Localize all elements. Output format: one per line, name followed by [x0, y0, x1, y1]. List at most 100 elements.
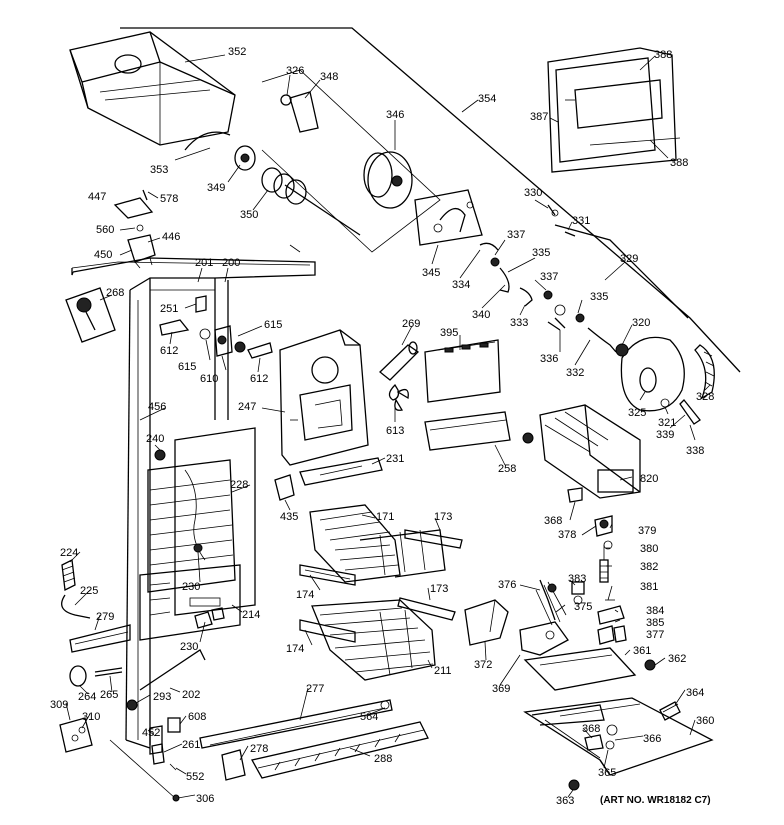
part-label: 387 — [530, 111, 548, 123]
part-label: 173 — [430, 583, 448, 595]
part-label: 346 — [386, 109, 404, 121]
part-label: 340 — [472, 309, 490, 321]
part-label: 336 — [540, 353, 558, 365]
part-label: 174 — [286, 643, 304, 655]
part-label: 174 — [296, 589, 314, 601]
part-label: 293 — [153, 691, 171, 703]
part-label: 352 — [228, 46, 246, 58]
part-label: 375 — [574, 601, 592, 613]
part-label: 173 — [434, 511, 452, 523]
part-label: 388 — [654, 49, 672, 61]
part-label: 369 — [492, 683, 510, 695]
part-label: 612 — [160, 345, 178, 357]
leader-lines — [65, 54, 711, 799]
art-number-credit: (ART NO. WR18182 C7) — [600, 795, 711, 806]
part-label: 339 — [656, 429, 674, 441]
drain-parts-224 — [61, 559, 131, 653]
basket-171 — [309, 504, 446, 583]
rail-277 — [199, 699, 393, 749]
part-label: 382 — [640, 561, 658, 573]
part-label: 350 — [240, 209, 258, 221]
control-board-395 — [424, 339, 501, 403]
panel-214 — [139, 564, 241, 641]
part-label: 368 — [582, 723, 600, 735]
part-label: 333 — [510, 317, 528, 329]
hinge-parts-264 — [69, 649, 206, 711]
part-label: 225 — [80, 585, 98, 597]
part-label: 353 — [150, 164, 168, 176]
clip-435 — [274, 474, 295, 501]
part-label: 380 — [640, 543, 658, 555]
part-label: 278 — [250, 743, 268, 755]
part-label: 610 — [200, 373, 218, 385]
part-label: 334 — [452, 279, 470, 291]
assembly-boundary — [120, 27, 741, 373]
part-label: 337 — [540, 271, 558, 283]
ice-bucket-352 — [69, 31, 236, 151]
bracket-231 — [299, 457, 383, 486]
part-label: 360 — [696, 715, 714, 727]
clip-230 — [193, 543, 225, 629]
part-label: 379 — [638, 525, 656, 537]
part-label: 354 — [478, 93, 496, 105]
part-label: 368 — [544, 515, 562, 527]
rail-174-upper — [299, 564, 356, 586]
part-label: 309 — [50, 699, 68, 711]
part-label: 608 — [188, 711, 206, 723]
part-label: 325 — [628, 407, 646, 419]
part-label: 364 — [686, 687, 704, 699]
part-label: 332 — [566, 367, 584, 379]
part-label: 383 — [568, 573, 586, 585]
part-label: 265 — [100, 689, 118, 701]
part-label: 337 — [507, 229, 525, 241]
part-label: 268 — [106, 287, 124, 299]
part-label: 366 — [643, 733, 661, 745]
part-label: 228 — [230, 479, 248, 491]
part-label: 326 — [286, 65, 304, 77]
part-label: 258 — [498, 463, 516, 475]
fan-613 — [388, 383, 409, 411]
part-label: 335 — [532, 247, 550, 259]
rail-174-lower — [299, 619, 356, 643]
part-label: 279 — [96, 611, 114, 623]
control-parts-610 — [159, 295, 273, 359]
part-label: 377 — [646, 629, 664, 641]
cover-258 — [424, 411, 511, 451]
part-label: 376 — [498, 579, 516, 591]
auger-parts — [234, 91, 413, 236]
part-label: 345 — [422, 267, 440, 279]
part-label: 564 — [360, 711, 378, 723]
thermostat-268 — [65, 287, 116, 343]
cabinet-frame-456 — [71, 244, 316, 749]
part-label: 363 — [556, 795, 574, 807]
part-label: 310 — [82, 711, 100, 723]
part-label: 338 — [686, 445, 704, 457]
part-label: 230 — [180, 641, 198, 653]
part-label: 615 — [264, 319, 282, 331]
small-parts-608 — [109, 717, 246, 802]
part-label: 230 — [182, 581, 200, 593]
air-duct-247 — [279, 329, 369, 466]
auger-box — [261, 69, 441, 253]
grille-288 — [251, 721, 429, 779]
part-label: 349 — [207, 182, 225, 194]
part-label: 385 — [646, 617, 664, 629]
icemaker-820 — [522, 404, 641, 499]
evaporator-228 — [147, 427, 256, 616]
part-label: 261 — [182, 739, 200, 751]
part-label: 306 — [196, 793, 214, 805]
control-box-361 — [523, 647, 637, 726]
part-label: 395 — [440, 327, 458, 339]
part-labels: 352 326 348 346 354 387 388 388 353 349 … — [50, 46, 714, 807]
part-label: 329 — [620, 253, 638, 265]
part-label: 578 — [160, 193, 178, 205]
part-label: 820 — [640, 473, 658, 485]
part-label: 615 — [178, 361, 196, 373]
dispenser-door-387 — [547, 47, 681, 173]
part-label: 372 — [474, 659, 492, 671]
part-label: 171 — [376, 511, 394, 523]
part-label: 214 — [242, 609, 260, 621]
basket-211 — [311, 599, 436, 681]
